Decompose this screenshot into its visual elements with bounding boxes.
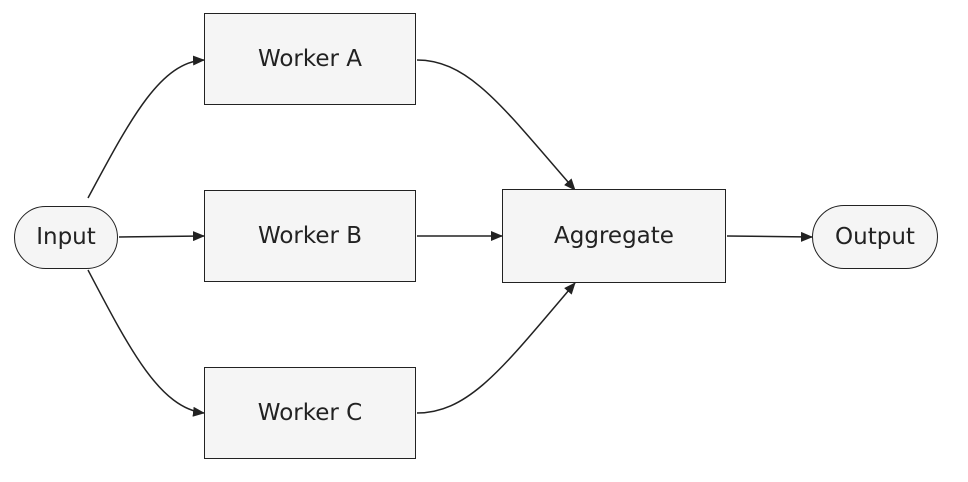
node-worker-c: Worker C — [204, 367, 416, 459]
node-label-worker-a: Worker A — [257, 45, 363, 72]
edge-aggregate-to-output — [726, 231, 813, 242]
node-label-output: Output — [835, 223, 915, 250]
edge-input-to-worker-a — [87, 55, 205, 199]
edge-input-to-worker-c — [87, 269, 205, 417]
node-label-input: Input — [36, 224, 96, 250]
node-worker-a: Worker A — [204, 13, 416, 105]
node-label-worker-c: Worker C — [257, 399, 363, 426]
node-input: Input — [14, 206, 118, 269]
node-output: Output — [812, 205, 938, 269]
node-worker-b: Worker B — [204, 190, 416, 282]
node-aggregate: Aggregate — [502, 189, 726, 283]
edge-input-to-worker-b — [118, 231, 205, 242]
node-label-aggregate: Aggregate — [554, 222, 674, 249]
node-label-worker-b: Worker B — [257, 222, 363, 249]
edge-worker-c-to-aggregate — [416, 282, 576, 414]
edge-worker-a-to-aggregate — [416, 59, 576, 191]
